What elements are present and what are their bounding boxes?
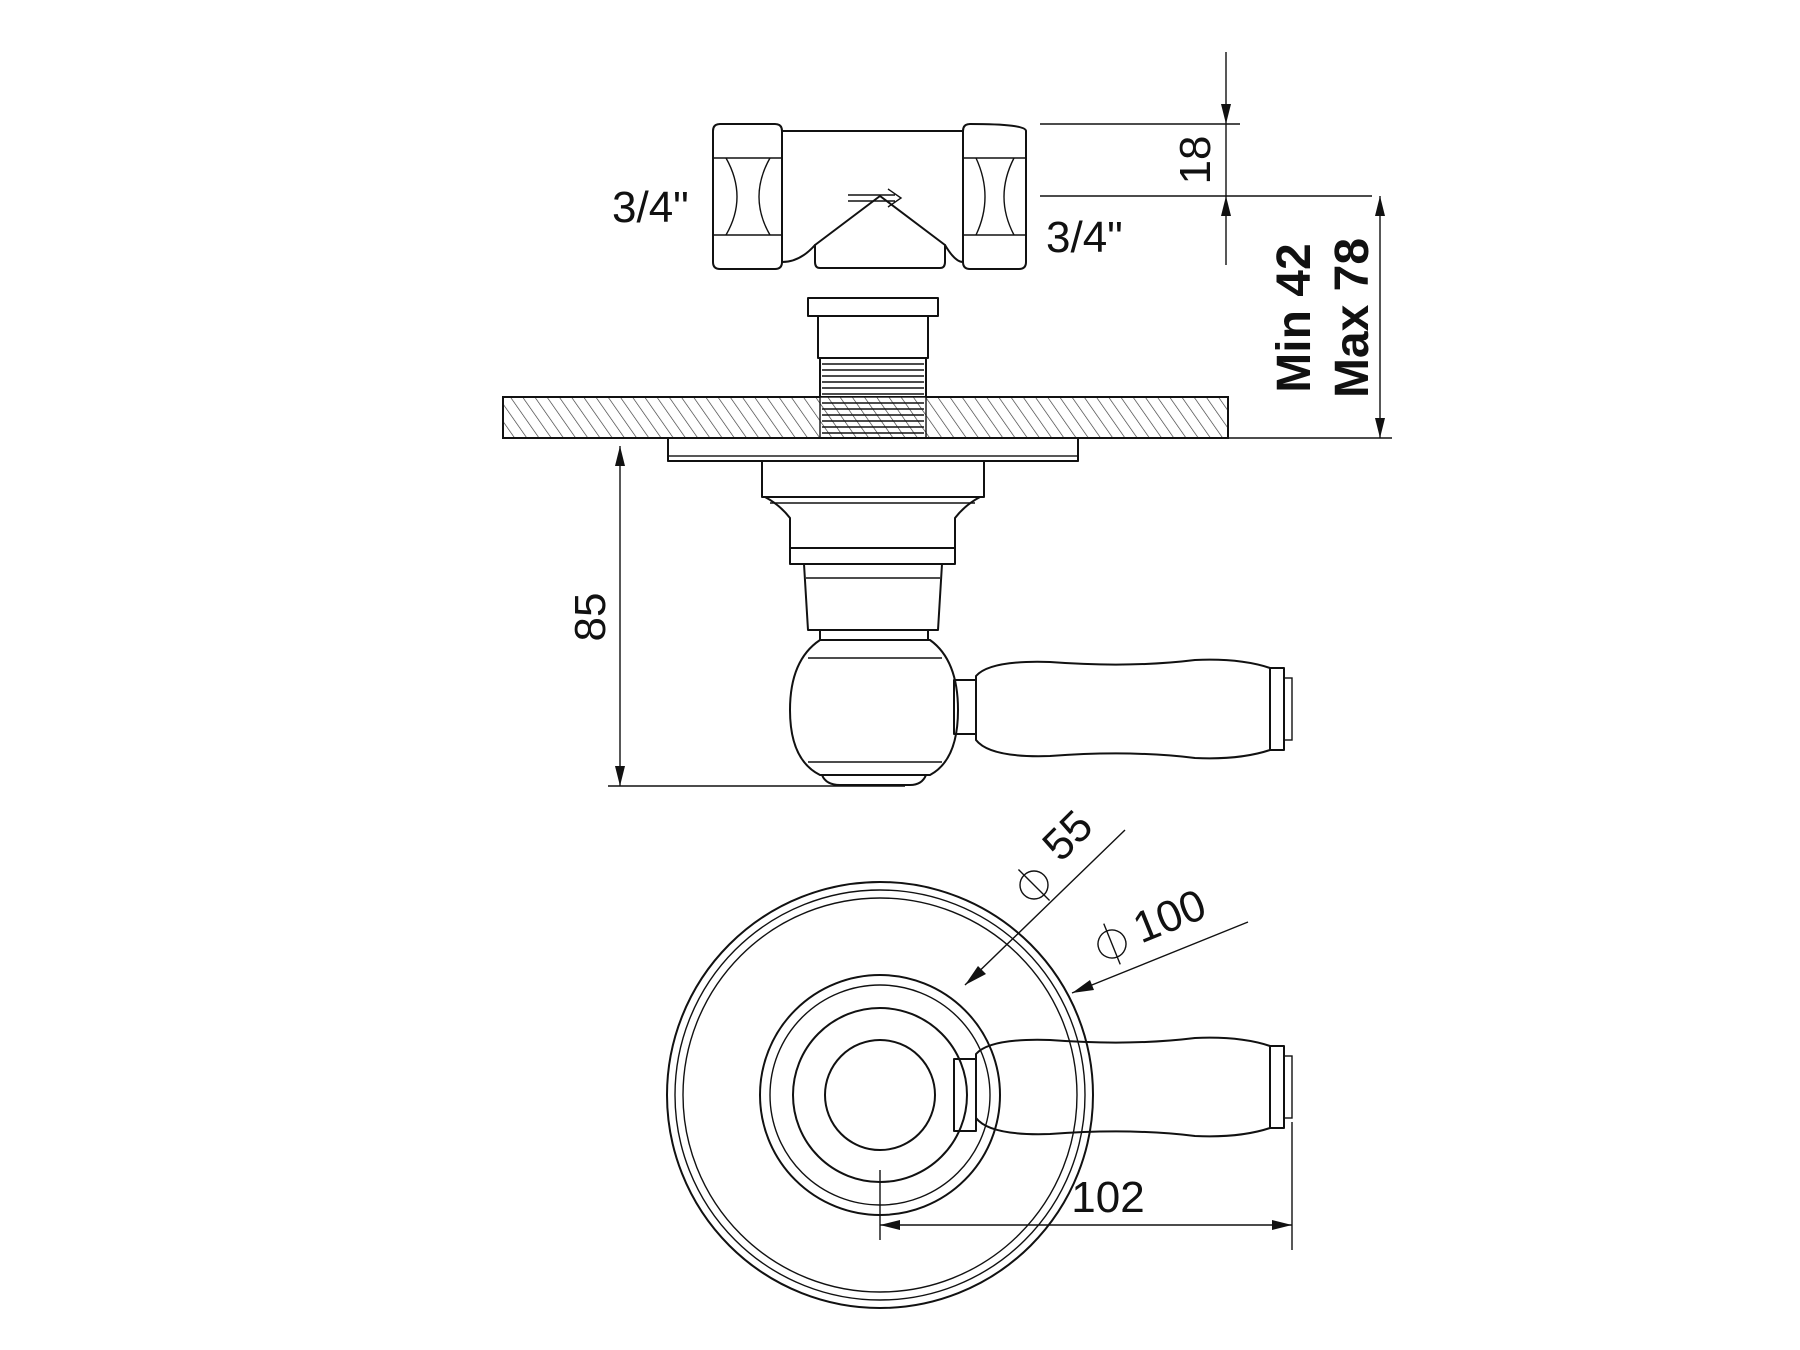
dimension-top-offset: [1040, 52, 1372, 265]
dimension-lever-length: [879, 1122, 1293, 1250]
label-dim-102: 102: [1071, 1173, 1144, 1222]
label-thread-left: 3/4": [612, 183, 689, 232]
diameter-symbol-inner: [1017, 868, 1051, 902]
lever-handle-front: [953, 1036, 1293, 1138]
label-thread-right: 3/4": [1046, 213, 1123, 262]
diameter-symbol-outer: [1097, 923, 1127, 965]
label-dim-85: 85: [566, 593, 615, 642]
valve-body: [712, 123, 1027, 437]
dimension-wall-depth: [1228, 196, 1392, 439]
lever-handle-side: [789, 639, 1293, 786]
dimension-inner-diameter: [964, 829, 1126, 986]
label-dim-min: Min 42: [1268, 243, 1321, 392]
sleeve: [761, 460, 985, 641]
label-dim-max: Max 78: [1326, 238, 1379, 398]
dimension-projection: [608, 446, 905, 787]
escutcheon-plate: [667, 437, 1079, 462]
front-view: [666, 881, 1293, 1309]
dimension-outer-diameter: [1071, 921, 1249, 994]
side-view: [502, 123, 1293, 786]
label-dim-18: 18: [1171, 136, 1220, 185]
label-dim-55: 55: [1033, 801, 1102, 870]
